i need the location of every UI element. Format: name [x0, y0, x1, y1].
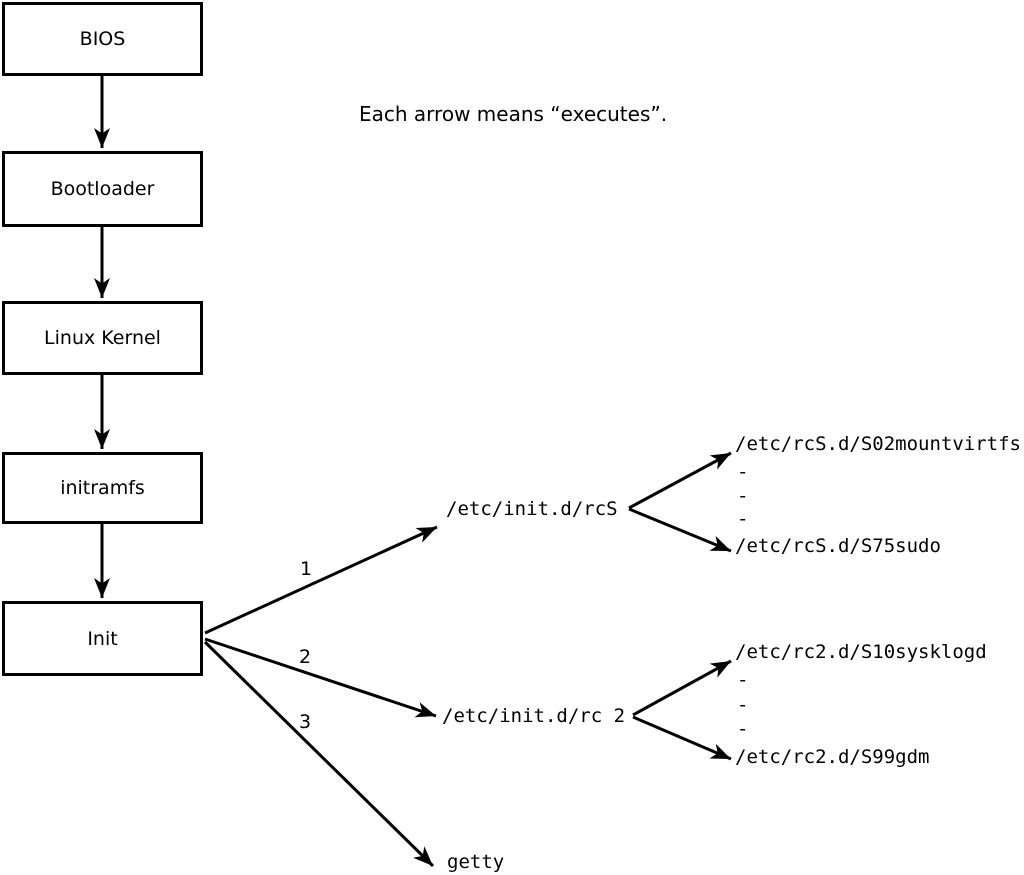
node-rc2d-s10sysklogd: /etc/rc2.d/S10sysklogd: [735, 641, 987, 663]
node-etc-init-d-rc2: /etc/init.d/rc 2: [442, 705, 626, 727]
arrow-rc2-to-s99gdm: [632, 715, 732, 761]
legend-note: Each arrow means “executes”.: [359, 102, 668, 126]
node-rc2d-s99gdm: /etc/rc2.d/S99gdm: [735, 746, 930, 768]
box-bios: BIOS: [2, 2, 203, 76]
box-init: Init: [2, 601, 203, 676]
arrow-rcS-to-s02mountvirtfs: [628, 451, 732, 510]
rcS-ellipsis-dash-3: -: [737, 508, 749, 530]
branch-label-1: 1: [299, 558, 313, 580]
box-bootloader: Bootloader: [2, 151, 203, 227]
node-getty: getty: [447, 851, 505, 873]
box-linux-kernel: Linux Kernel: [2, 301, 203, 375]
rc2-ellipsis-dash-1: -: [737, 669, 749, 691]
rc2-ellipsis-dash-2: -: [737, 694, 749, 716]
rcS-ellipsis-dash-1: -: [737, 461, 749, 483]
arrow-rcS-to-s75sudo: [628, 507, 732, 553]
branch-label-2: 2: [298, 646, 312, 668]
arrow-init-to-rcS: [204, 525, 438, 635]
node-etc-init-d-rcS: /etc/init.d/rcS: [446, 498, 618, 520]
rc2-ellipsis-dash-3: -: [737, 718, 749, 740]
branch-label-3: 3: [298, 711, 312, 733]
node-rcSd-s02mountvirtfs: /etc/rcS.d/S02mountvirtfs: [735, 433, 1021, 455]
node-rcSd-s75sudo: /etc/rcS.d/S75sudo: [735, 535, 941, 557]
box-initramfs: initramfs: [2, 452, 203, 524]
rcS-ellipsis-dash-2: -: [737, 485, 749, 507]
arrow-init-to-rc2: [204, 637, 437, 718]
arrow-rc2-to-s10sysklogd: [632, 659, 732, 717]
arrow-init-to-getty: [203, 640, 435, 868]
